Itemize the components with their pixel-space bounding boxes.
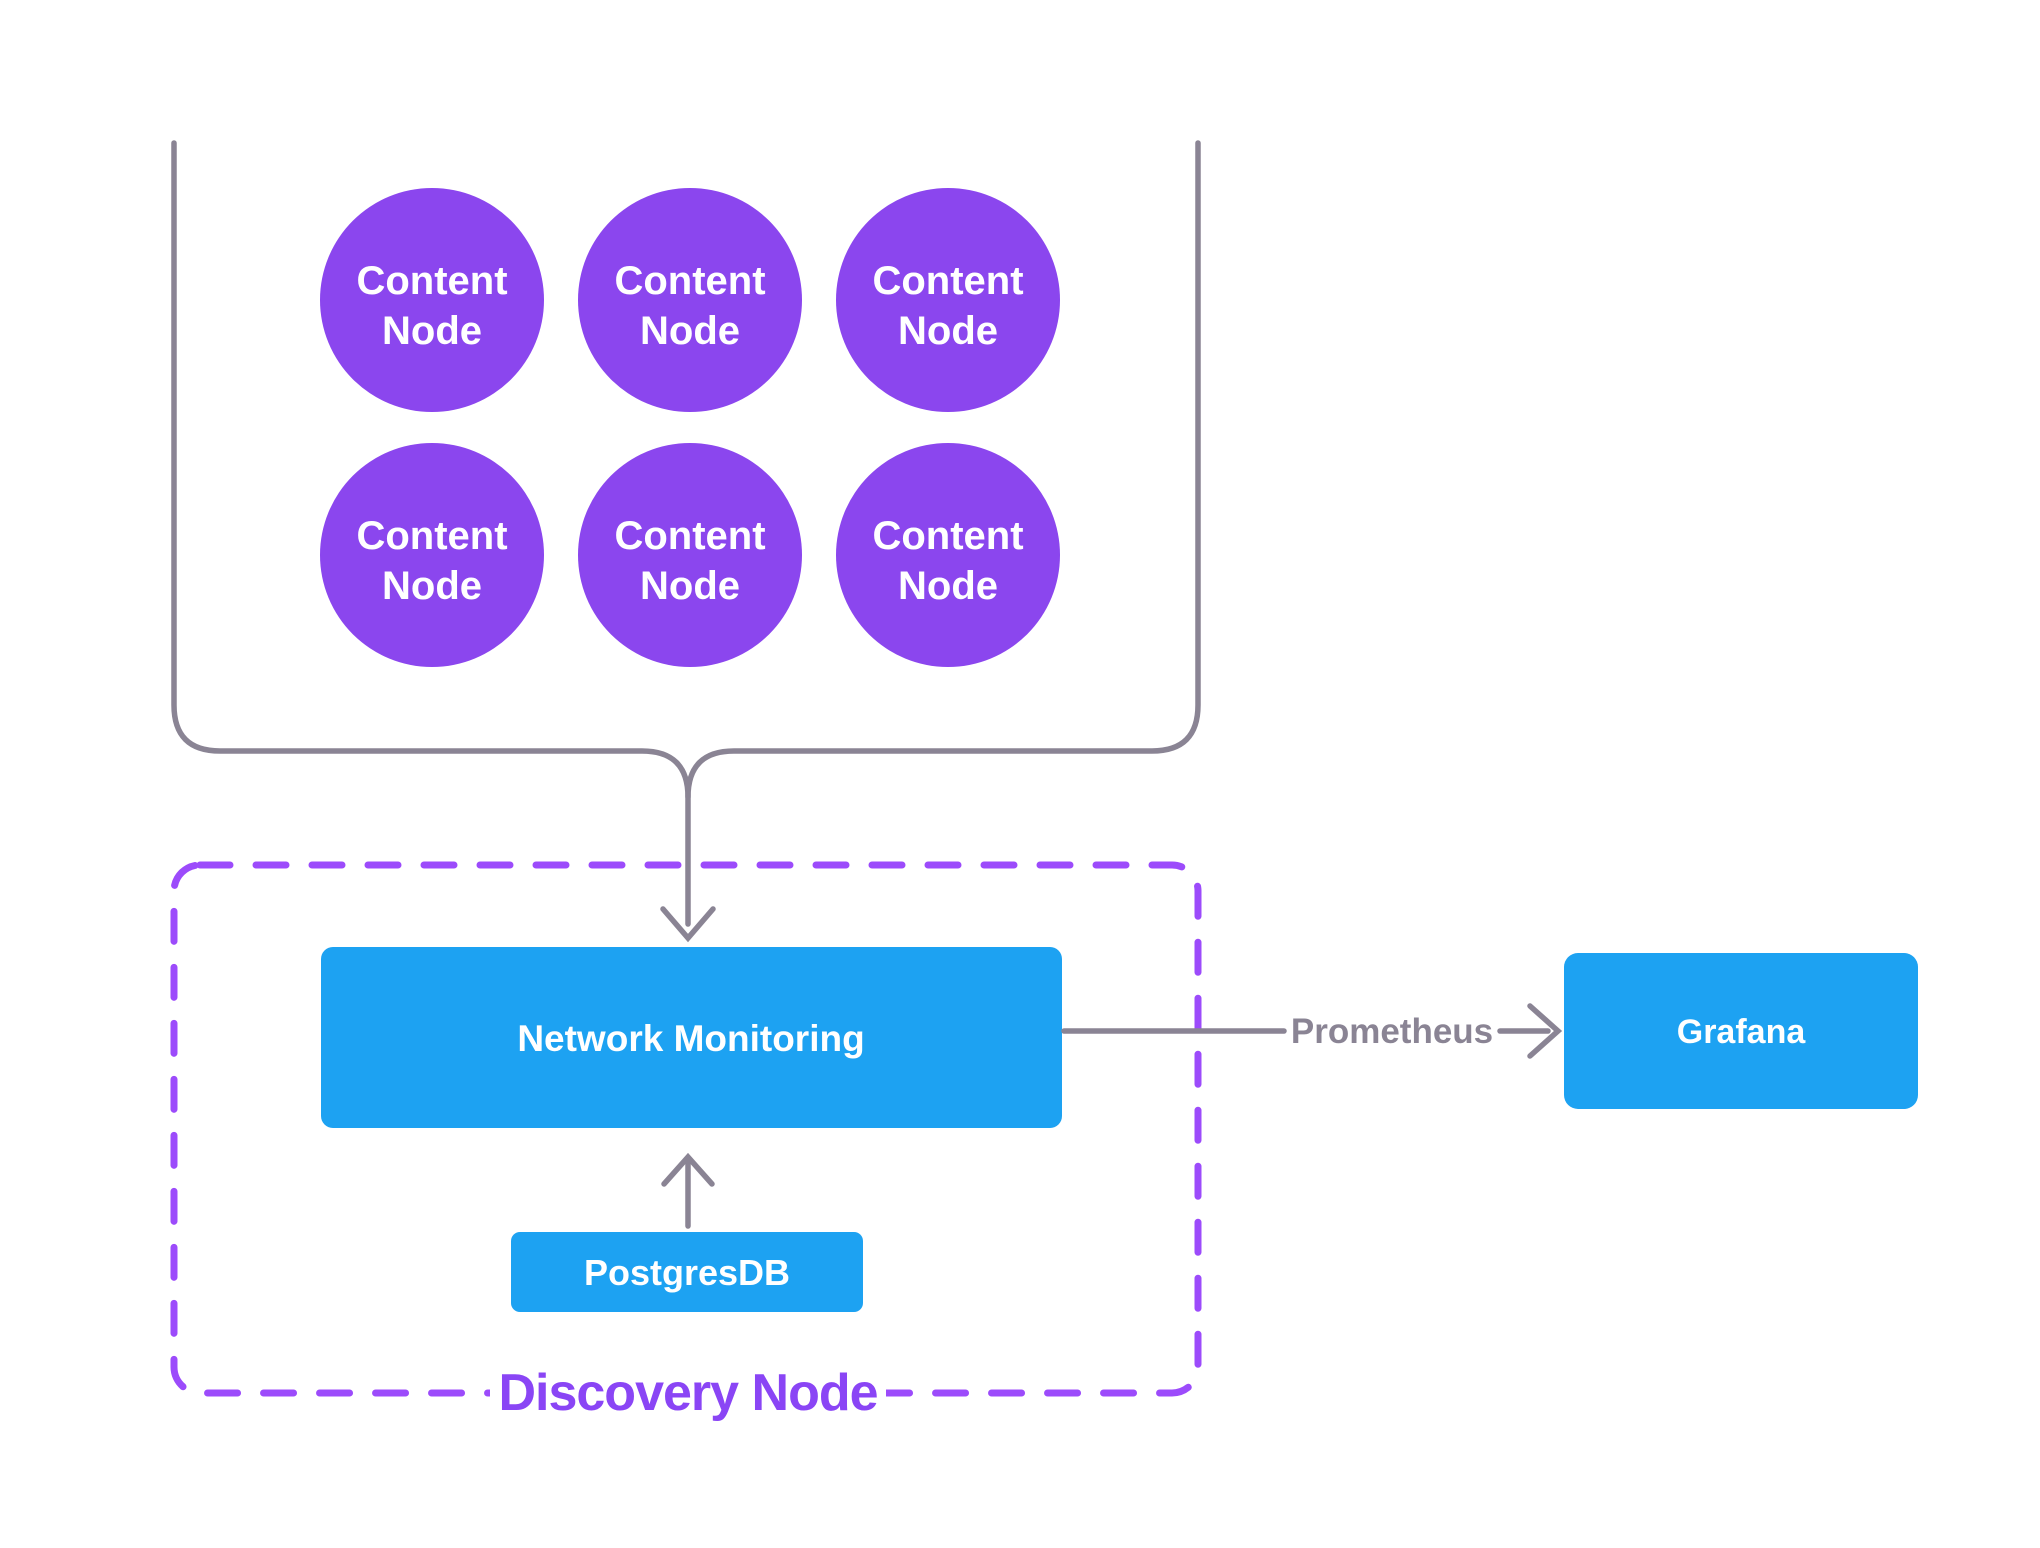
content-node-3: Content Node (320, 443, 544, 667)
content-node-0: Content Node (320, 188, 544, 412)
bracket-left-side (171, 140, 691, 927)
content-node-label-line1: Content (356, 514, 507, 558)
content-node-label-line2: Node (382, 564, 482, 608)
discovery-label-gap-mask (490, 1358, 886, 1430)
content-node-circle (836, 188, 1060, 412)
grafana-rect (1564, 953, 1918, 1109)
content-node-label-line2: Node (382, 309, 482, 353)
grafana-box: Grafana (1564, 953, 1918, 1109)
discovery-node-container: Discovery Node (170, 861, 1202, 1430)
down-arrowhead-icon (660, 906, 716, 943)
right-arrowhead-icon (1527, 1003, 1563, 1059)
content-node-label-line1: Content (356, 259, 507, 303)
content-node-circle (320, 188, 544, 412)
postgresdb-rect (511, 1232, 863, 1312)
content-node-label-line2: Node (898, 309, 998, 353)
network-monitoring-box: Network Monitoring (321, 947, 1062, 1128)
postgresdb-box: PostgresDB (511, 1232, 863, 1312)
content-node-1: Content Node (578, 188, 802, 412)
up-arrowhead-icon (661, 1152, 715, 1187)
content-node-label-line2: Node (640, 564, 740, 608)
network-monitoring-label: Network Monitoring (517, 1018, 864, 1059)
content-node-label-line1: Content (872, 514, 1023, 558)
content-cluster-bracket (171, 140, 1201, 943)
content-node-circle (836, 443, 1060, 667)
network-monitoring-rect (321, 947, 1062, 1128)
content-node-label-line1: Content (614, 259, 765, 303)
content-node-label-line1: Content (872, 259, 1023, 303)
content-node-label-line1: Content (614, 514, 765, 558)
prometheus-connector: Prometheus (1061, 1003, 1563, 1059)
content-node-label-line2: Node (898, 564, 998, 608)
content-node-circle (578, 188, 802, 412)
discovery-node-dashed-border (170, 861, 1202, 1397)
postgresdb-label: PostgresDB (584, 1252, 790, 1293)
discovery-node-label: Discovery Node (498, 1364, 877, 1422)
content-node-circle (578, 443, 802, 667)
content-node-5: Content Node (836, 443, 1060, 667)
content-node-2: Content Node (836, 188, 1060, 412)
content-node-circle (320, 443, 544, 667)
prometheus-label: Prometheus (1291, 1012, 1493, 1051)
postgres-to-monitoring-arrow (661, 1152, 715, 1229)
content-node-4: Content Node (578, 443, 802, 667)
content-node-label-line2: Node (640, 309, 740, 353)
bracket-right-side (685, 140, 1201, 800)
grafana-label: Grafana (1677, 1013, 1807, 1051)
